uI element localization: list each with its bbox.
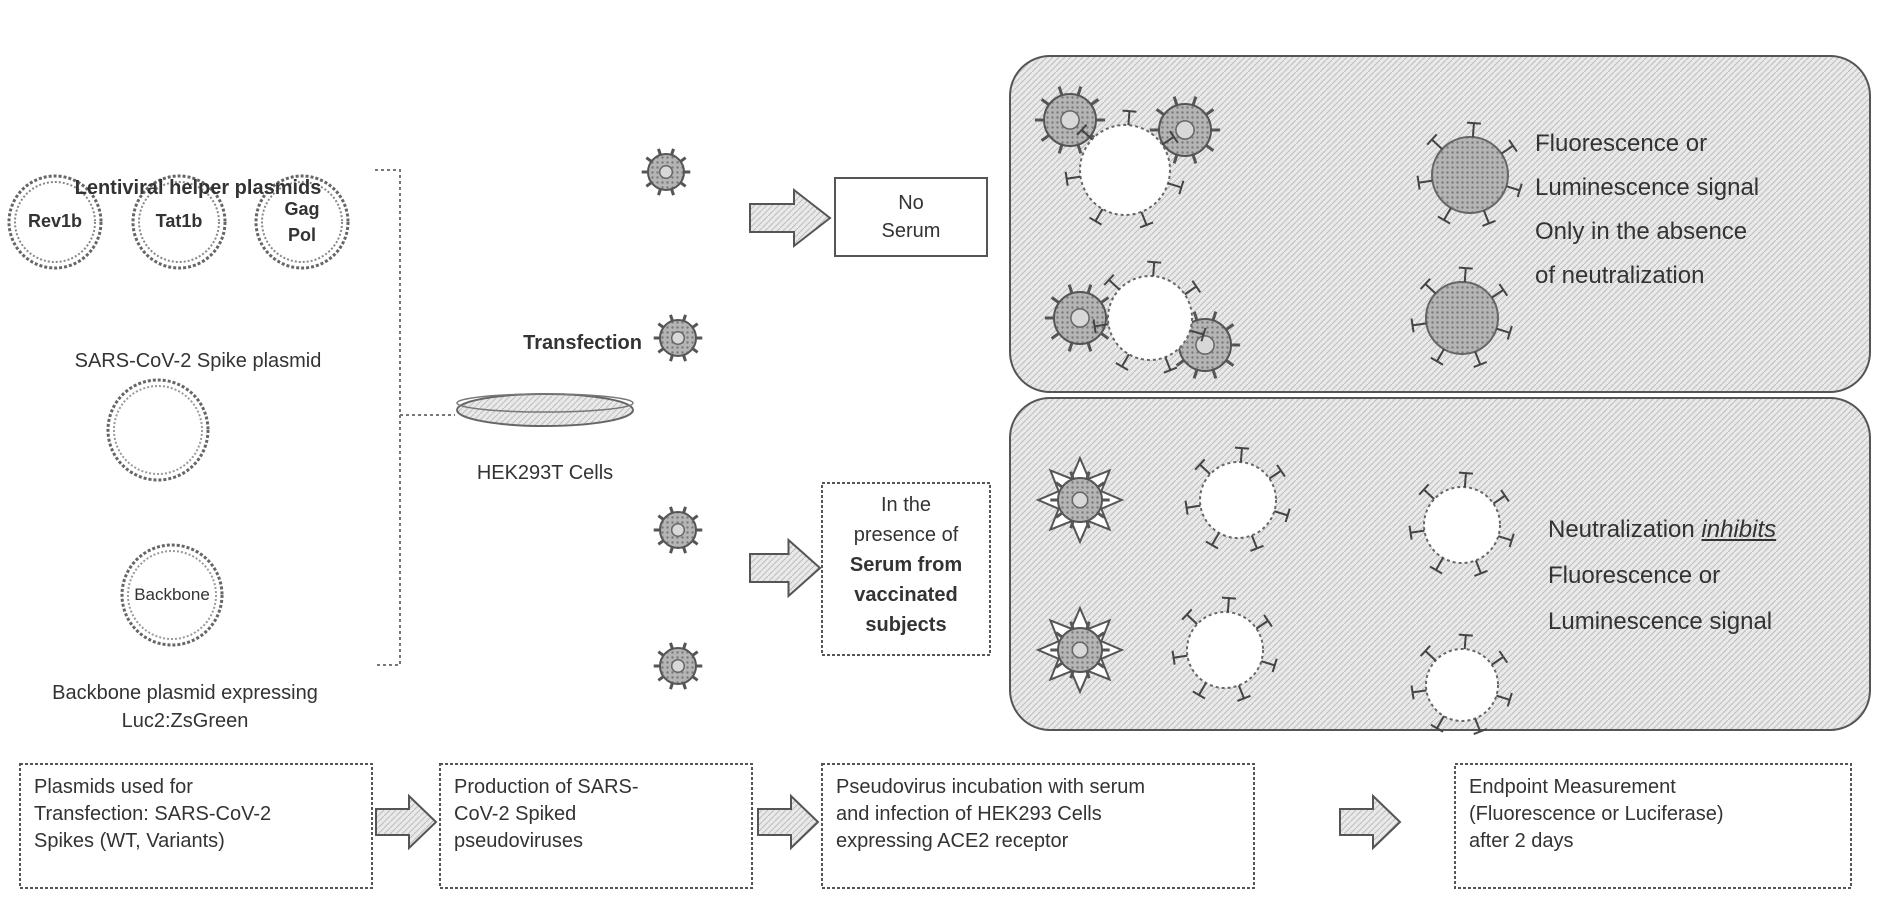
backbone-inner-label: Backbone bbox=[132, 584, 212, 606]
plasmid-group-bracket bbox=[375, 170, 400, 665]
panel-top-cell-1-receptor bbox=[1128, 111, 1129, 125]
panel-bottom-cell-4-membrane bbox=[1426, 649, 1498, 721]
step-1-line1: Plasmids used for bbox=[34, 774, 358, 801]
step-4-line2: (Fluorescence or Luciferase) bbox=[1469, 801, 1837, 828]
step-2-line1: Production of SARS- bbox=[454, 774, 738, 801]
panel-bottom-cell-1-membrane bbox=[1200, 462, 1276, 538]
backbone-title-line1: Backbone plasmid expressing bbox=[0, 680, 370, 706]
serum-line2: presence of bbox=[822, 522, 990, 548]
result-bottom-line2: Fluorescence or bbox=[1548, 560, 1863, 592]
pseudovirus-2 bbox=[654, 315, 703, 361]
step-2-line2: CoV-2 Spiked bbox=[454, 801, 738, 828]
result-top-line3: Only in the absence bbox=[1535, 216, 1865, 248]
step-1-line2: Transfection: SARS-CoV-2 bbox=[34, 801, 358, 828]
serum-line4: vaccinated bbox=[822, 582, 990, 608]
panel-bottom-cell-1-receptor bbox=[1241, 448, 1242, 462]
no-serum-line1: No bbox=[835, 190, 987, 216]
panel-bottom-cell-2-receptor bbox=[1228, 598, 1229, 612]
panel-top-cell-1-membrane bbox=[1080, 125, 1170, 215]
spike-plasmid-title: SARS-CoV-2 Spike plasmid bbox=[28, 348, 368, 374]
backbone-title-line2: Luc2:ZsGreen bbox=[0, 708, 370, 734]
serum-line1: In the bbox=[822, 492, 990, 518]
result-top-line4: of neutralization bbox=[1535, 260, 1865, 292]
step-4-line3: after 2 days bbox=[1469, 828, 1837, 855]
panel-top-infected-2-membrane bbox=[1426, 282, 1498, 354]
panel-top-cell-2-membrane bbox=[1108, 276, 1192, 360]
panel-top-virus-4-core bbox=[1196, 336, 1214, 354]
panel-bottom-cell-2-membrane bbox=[1187, 612, 1263, 688]
result-bottom-prefix: Neutralization bbox=[1548, 516, 1701, 543]
arrow-step-3-4 bbox=[1340, 796, 1400, 848]
pseudovirus-2-core bbox=[672, 332, 685, 345]
panel-top-infected-1-receptor-head bbox=[1467, 123, 1481, 124]
panel-bottom-cell-4-receptor bbox=[1465, 635, 1466, 649]
panel-top-cell-2-receptor-head bbox=[1147, 262, 1161, 263]
no-serum-line2: Serum bbox=[835, 218, 987, 244]
plasmid-pol-label: Pol bbox=[262, 222, 342, 248]
step-4-line1: Endpoint Measurement bbox=[1469, 774, 1837, 801]
plasmid-rev1b-label: Rev1b bbox=[15, 208, 95, 234]
panel-bottom-neutralized-2 bbox=[1038, 608, 1122, 692]
plasmid-gag-label: Gag bbox=[262, 196, 342, 222]
step-1: Plasmids used for Transfection: SARS-CoV… bbox=[20, 764, 372, 888]
serum-line5: subjects bbox=[822, 612, 990, 638]
transfection-label: Transfection bbox=[492, 330, 642, 356]
step-3-line2: and infection of HEK293 Cells bbox=[836, 801, 1240, 828]
pseudovirus-1-core bbox=[660, 166, 673, 179]
result-bottom-emphasis: inhibits bbox=[1701, 516, 1776, 543]
step-3: Pseudovirus incubation with serum and in… bbox=[822, 764, 1254, 888]
arrow-to-serum bbox=[750, 540, 820, 596]
panel-bottom-cell-1-receptor-head bbox=[1235, 448, 1249, 449]
panel-bottom-cell-3-receptor bbox=[1465, 473, 1466, 487]
arrow-step-1-2 bbox=[376, 796, 436, 848]
panel-bottom-neutralized-1-virus-core bbox=[1072, 492, 1087, 507]
panel-bottom-cell-4-receptor-head bbox=[1459, 635, 1473, 636]
result-top-line2: Luminescence signal bbox=[1535, 172, 1865, 204]
panel-top-infected-2-receptor-head bbox=[1459, 268, 1473, 269]
panel-bottom-cell-3-membrane bbox=[1424, 487, 1500, 563]
panel-bottom-cell-2-receptor-head bbox=[1222, 598, 1236, 599]
panel-top-virus-3-core bbox=[1071, 309, 1089, 327]
step-4: Endpoint Measurement (Fluorescence or Lu… bbox=[1455, 764, 1851, 888]
step-2: Production of SARS- CoV-2 Spiked pseudov… bbox=[440, 764, 752, 888]
plasmid-tat1b-label: Tat1b bbox=[139, 208, 219, 234]
panel-top-infected-1-membrane bbox=[1432, 137, 1508, 213]
pseudovirus-3-core bbox=[672, 524, 685, 537]
result-bottom-line1: Neutralization inhibits bbox=[1548, 514, 1863, 546]
panel-top-virus-1-core bbox=[1061, 111, 1079, 129]
step-3-line1: Pseudovirus incubation with serum bbox=[836, 774, 1240, 801]
panel-top-virus-2-core bbox=[1176, 121, 1194, 139]
step-1-line3: Spikes (WT, Variants) bbox=[34, 828, 358, 855]
panel-top-cell-2-receptor bbox=[1153, 262, 1154, 276]
plasmid-spike-inner bbox=[114, 386, 202, 474]
result-bottom-line3: Luminescence signal bbox=[1548, 606, 1863, 638]
panel-bottom-cell-3-receptor-head bbox=[1459, 473, 1473, 474]
panel-bottom-neutralized-1 bbox=[1038, 458, 1122, 542]
result-top-line1: Fluorescence or bbox=[1535, 128, 1865, 160]
step-3-line3: expressing ACE2 receptor bbox=[836, 828, 1240, 855]
panel-top-cell-1-receptor-head bbox=[1122, 111, 1136, 112]
panel-bottom-neutralized-2-virus-core bbox=[1072, 642, 1087, 657]
arrow-step-2-3 bbox=[758, 796, 818, 848]
pseudovirus-4 bbox=[654, 643, 703, 689]
pseudovirus-1 bbox=[642, 149, 691, 195]
pseudovirus-4-core bbox=[672, 660, 685, 673]
serum-line3: Serum from bbox=[822, 552, 990, 578]
panel-top-infected-1-receptor bbox=[1473, 123, 1474, 137]
plasmid-spike bbox=[108, 380, 208, 480]
step-2-line3: pseudoviruses bbox=[454, 828, 738, 855]
cells-label: HEK293T Cells bbox=[455, 460, 635, 486]
panel-top-infected-2-receptor bbox=[1465, 268, 1466, 282]
pseudovirus-3 bbox=[654, 507, 703, 553]
arrow-to-no-serum bbox=[750, 190, 830, 246]
